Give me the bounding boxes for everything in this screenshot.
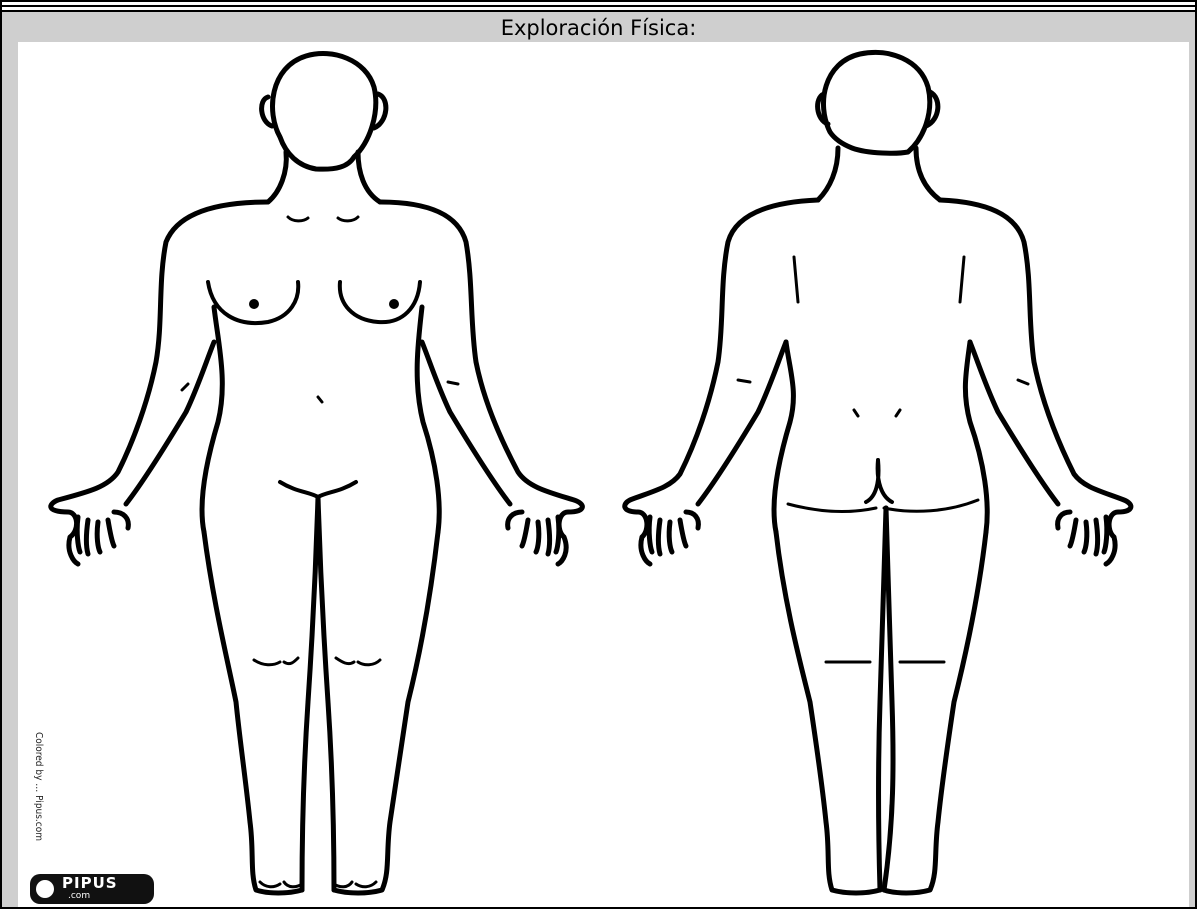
front-knee-right — [336, 658, 380, 665]
front-left-leg-inner — [302, 497, 318, 890]
back-gluteal-fold — [788, 500, 978, 511]
front-left-hand — [77, 512, 128, 554]
back-right-leg-outer — [884, 532, 986, 893]
front-right-shoulder-arm — [380, 202, 582, 564]
front-neck-left — [268, 152, 286, 202]
back-left-leg-inner — [879, 508, 887, 890]
image-credit: Colored by … Pipus.com — [32, 732, 44, 882]
front-right-leg-outer — [334, 532, 438, 893]
front-right-hand — [508, 512, 559, 554]
pipus-logo: PIPUS .com — [30, 874, 154, 904]
logo-circle-icon — [36, 880, 54, 898]
back-right-shoulder-arm — [940, 200, 1131, 564]
front-toes — [260, 882, 376, 887]
back-buttocks — [866, 460, 892, 502]
back-left-inner-arm — [698, 342, 786, 504]
front-knee-left — [254, 658, 298, 665]
front-breast-right — [340, 282, 420, 322]
back-right-leg-inner — [884, 508, 893, 890]
section-title: Exploración Física: — [2, 12, 1195, 42]
front-body-figure[interactable] — [51, 54, 583, 893]
back-scapula-lines — [794, 257, 964, 302]
back-left-leg-outer — [776, 532, 880, 893]
front-torso-right — [417, 307, 439, 532]
front-nipple-left — [252, 302, 257, 307]
back-left-hand — [649, 512, 698, 554]
left-margin-band — [2, 42, 18, 907]
front-left-shoulder-arm — [51, 202, 268, 564]
logo-domain: .com — [68, 890, 90, 902]
right-margin-band — [1189, 42, 1195, 907]
section-header: Exploración Física: — [2, 12, 1195, 42]
back-neck-left — [818, 148, 838, 200]
back-head — [823, 52, 929, 153]
front-nipple-right — [392, 302, 397, 307]
back-neck-right — [916, 148, 940, 200]
back-left-shoulder-arm — [625, 200, 818, 564]
front-navel — [318, 397, 322, 402]
back-right-hand — [1058, 512, 1107, 554]
front-right-leg-inner — [318, 497, 334, 890]
back-body-figure[interactable] — [625, 52, 1131, 893]
front-clavicles — [288, 217, 358, 221]
back-dimples — [854, 410, 900, 416]
top-border — [0, 0, 1197, 2]
front-neck-right — [358, 152, 380, 202]
front-left-leg-outer — [204, 532, 302, 893]
top-border-inner — [0, 5, 1197, 7]
body-diagram-area[interactable]: Colored by … Pipus.com PIPUS .com — [18, 42, 1189, 907]
body-outline-diagram[interactable] — [18, 42, 1189, 907]
